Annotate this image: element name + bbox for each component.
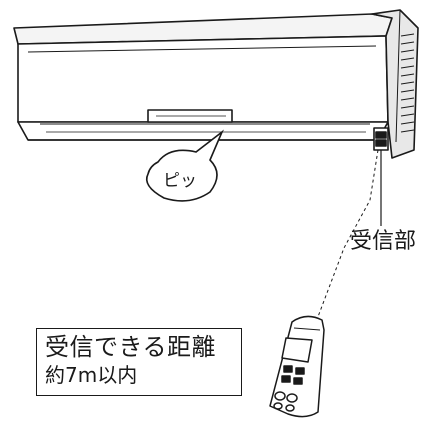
indoor-unit — [13, 13, 393, 141]
remote-button — [274, 391, 286, 401]
remote-screen — [281, 337, 313, 363]
signal-path — [315, 149, 379, 323]
remote-button — [293, 377, 303, 385]
remote-button — [285, 404, 295, 412]
remote-button — [286, 393, 298, 403]
range-title: 受信できる距離 — [45, 333, 217, 361]
remote-control — [269, 315, 325, 418]
range-box: 受信できる距離 約7m以内 — [36, 328, 242, 396]
remote-button — [283, 365, 293, 373]
remote-button — [295, 367, 305, 375]
remote-button — [273, 402, 283, 410]
beep-label: ピッ — [163, 171, 197, 191]
remote-button — [281, 375, 291, 383]
side-panel — [371, 9, 419, 159]
receiver-label: 受信部 — [350, 229, 416, 254]
range-value: 約7m以内 — [45, 363, 138, 387]
beep-bubble — [145, 129, 224, 202]
